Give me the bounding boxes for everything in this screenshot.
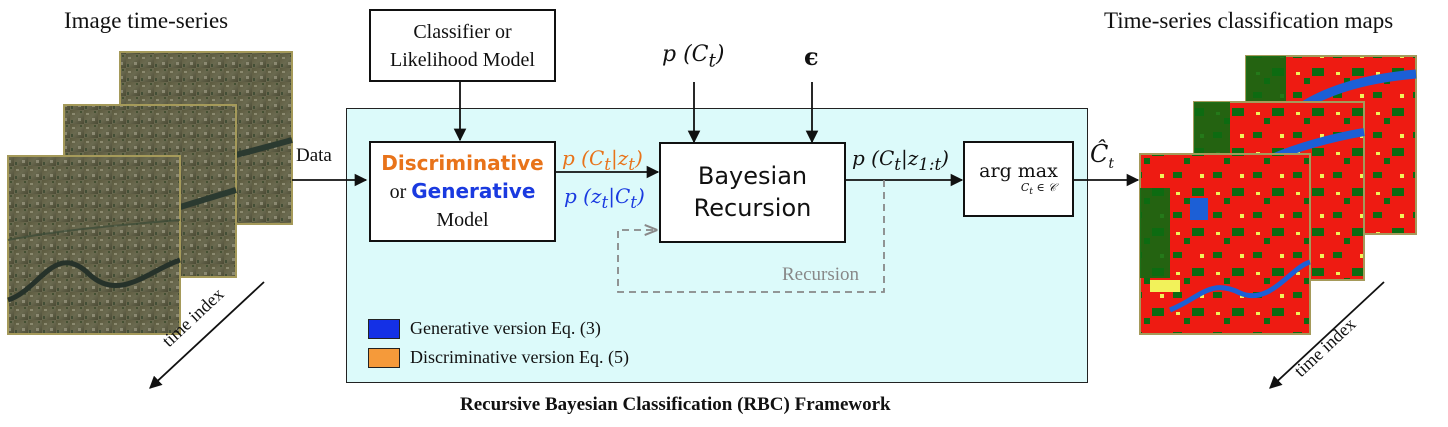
output-label: Ĉt <box>1090 140 1115 172</box>
discriminative-label: Discriminative <box>381 151 544 175</box>
legend-swatch-discriminative <box>368 347 400 368</box>
legend-item-discriminative: Discriminative version Eq. (5) <box>368 347 629 368</box>
satellite-image-front <box>7 155 181 335</box>
legend-swatch-generative <box>368 318 400 339</box>
generative-expression: p (zt|Ct) <box>564 184 645 212</box>
data-label: Data <box>296 145 332 166</box>
recursion-loop <box>617 180 885 293</box>
argmax-sub: Ct ∈ 𝒞 <box>1020 180 1057 197</box>
posterior-expression: p (Ct|z1:t) <box>852 146 949 174</box>
argmax-box: arg max Ct ∈ 𝒞 <box>963 141 1074 217</box>
or-generative-line: or Generative <box>390 177 536 206</box>
recursion-box-label: Recursion <box>693 193 812 222</box>
left-title: Image time-series <box>64 8 229 33</box>
satellite-image-stack <box>7 51 293 335</box>
legend: Generative version Eq. (3) Discriminativ… <box>368 318 629 368</box>
epsilon-label: ϵ <box>804 42 819 71</box>
model-box: Discriminative or Generative Model <box>369 141 556 242</box>
model-label: Model <box>436 209 489 231</box>
bayesian-recursion-box: Bayesian Recursion <box>659 142 846 243</box>
likelihood-model-line2: Likelihood Model <box>390 48 535 71</box>
prior-label: p (Ct) <box>662 42 725 72</box>
legend-label-generative: Generative version Eq. (3) <box>410 318 601 338</box>
or-label: or <box>389 181 412 203</box>
classification-map-stack <box>1139 55 1417 335</box>
classification-map-front <box>1139 153 1311 335</box>
legend-label-discriminative: Discriminative version Eq. (5) <box>410 347 629 367</box>
likelihood-model-line1: Classifier or <box>413 20 512 43</box>
argmax-main: arg max <box>979 159 1058 182</box>
right-title: Time-series classification maps <box>1104 8 1394 33</box>
recursion-label: Recursion <box>782 264 860 285</box>
discriminative-expression: p (Ct|zt) <box>562 146 643 174</box>
legend-item-generative: Generative version Eq. (3) <box>368 318 629 339</box>
time-index-arrow-left <box>149 281 265 389</box>
bayesian-label: Bayesian <box>697 162 808 191</box>
framework-caption: Recursive Bayesian Classification (RBC) … <box>460 394 891 415</box>
time-index-arrow-right <box>1269 281 1385 389</box>
generative-label: Generative <box>411 179 536 203</box>
likelihood-model-box: Classifier or Likelihood Model <box>369 9 556 82</box>
